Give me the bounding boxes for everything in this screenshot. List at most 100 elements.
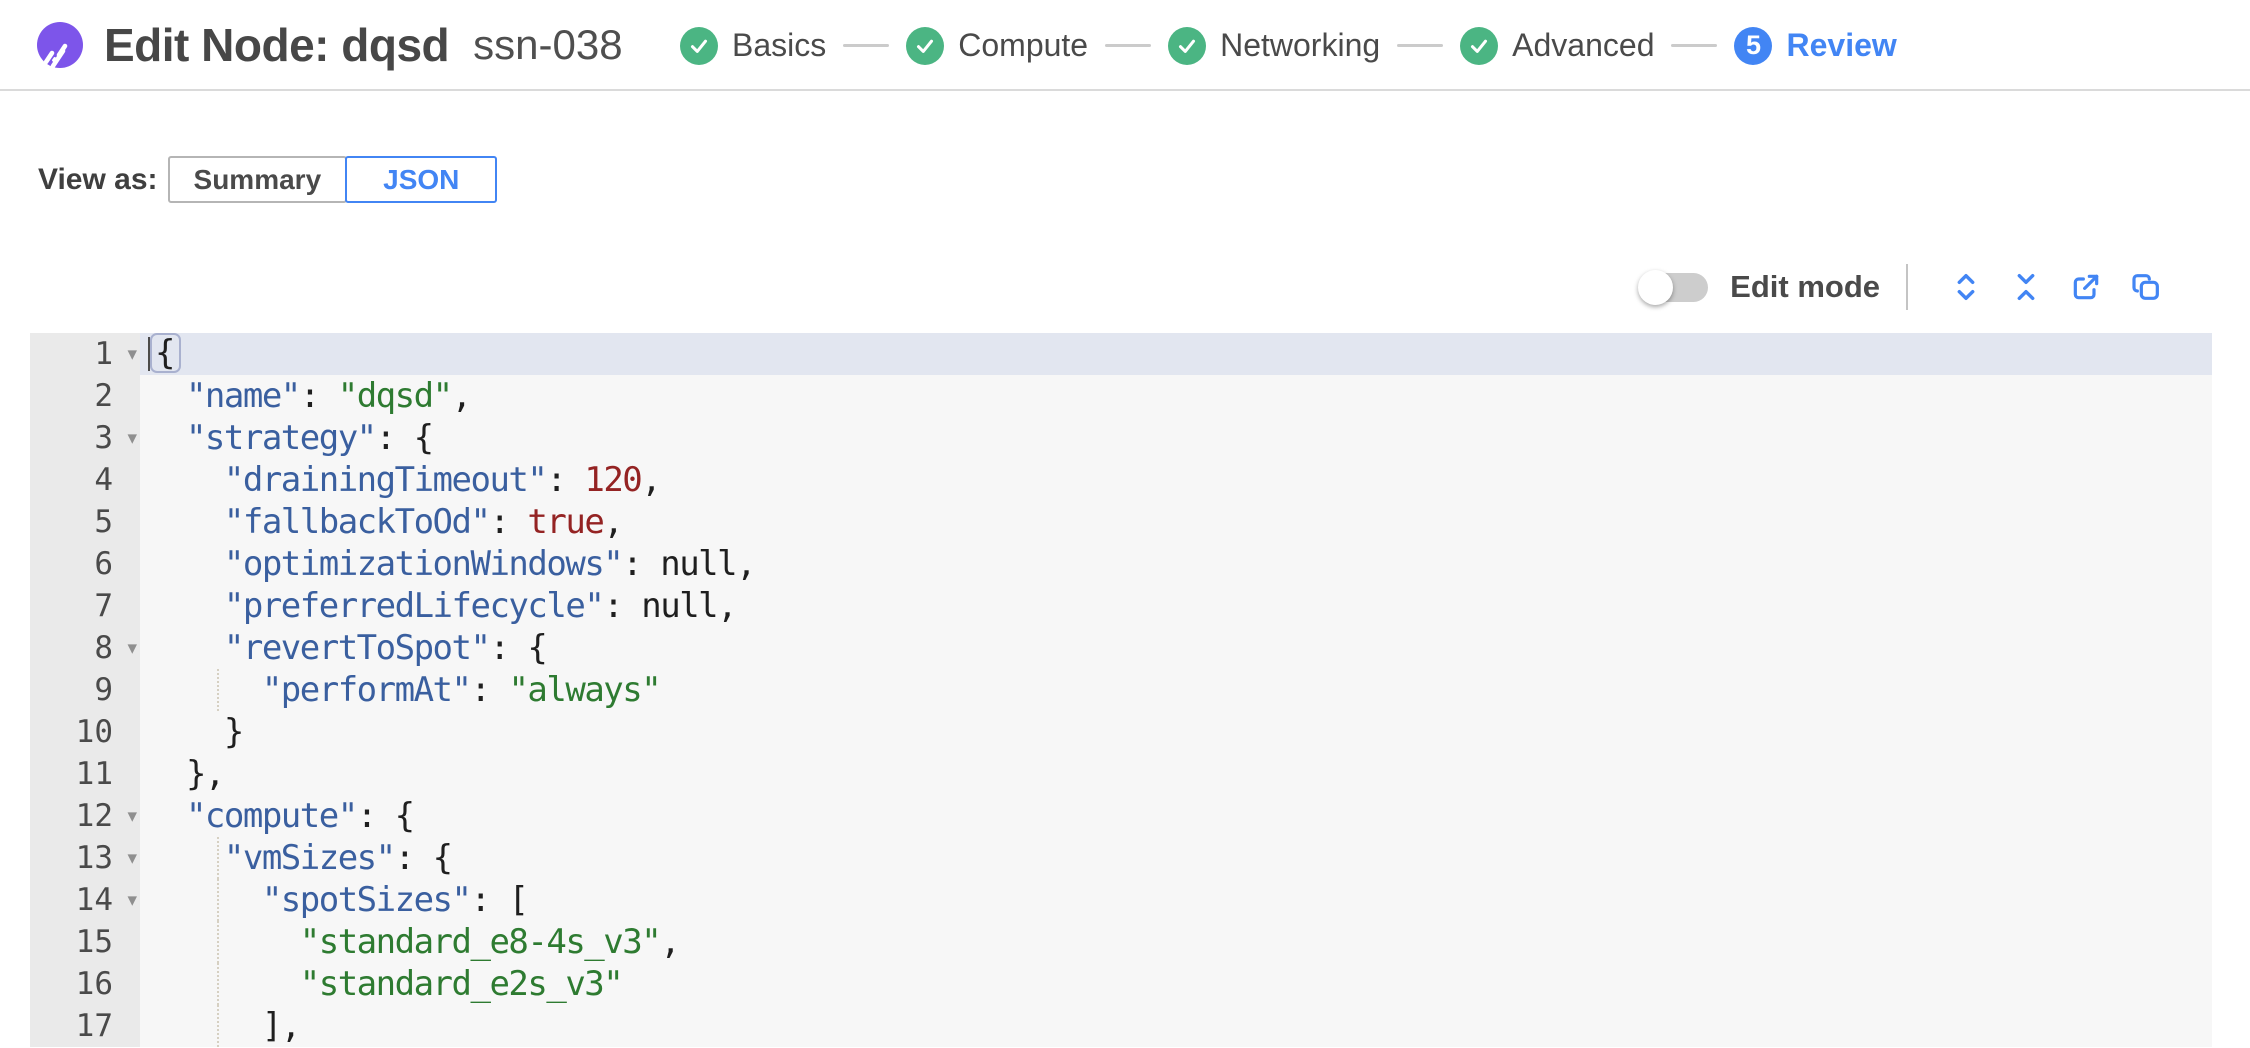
wizard-step-networking[interactable]: Networking [1168, 26, 1380, 65]
editor-line: 17 ], [30, 1005, 2212, 1047]
code-token: : { [375, 418, 434, 458]
code-token: } [148, 712, 244, 752]
code-line[interactable]: "strategy": { [140, 417, 2212, 459]
line-number: 15 [75, 924, 113, 960]
code-line[interactable]: ], [140, 1005, 2212, 1047]
view-as-summary-button[interactable]: Summary [167, 156, 348, 203]
code-token: : { [394, 838, 453, 878]
code-line[interactable]: "preferredLifecycle": null, [140, 585, 2212, 627]
line-number: 6 [94, 546, 113, 582]
code-token: , [641, 460, 661, 500]
code-token: : [622, 544, 661, 584]
code-line[interactable]: "optimizationWindows": null, [140, 543, 2212, 585]
page-title: Edit Node: dqsd [104, 18, 450, 71]
fold-toggle-icon[interactable]: ▾ [127, 847, 137, 869]
line-number: 1 [94, 336, 113, 372]
toggle-knob [1638, 269, 1674, 305]
line-number-gutter: 12▾ [30, 795, 140, 837]
line-number: 10 [75, 714, 113, 750]
wizard-step-compute[interactable]: Compute [906, 26, 1088, 65]
code-token [148, 880, 262, 920]
code-line[interactable]: }, [140, 753, 2212, 795]
step-label: Advanced [1512, 27, 1655, 63]
fold-toggle-icon[interactable]: ▾ [127, 343, 137, 365]
code-token [148, 670, 262, 710]
line-number-gutter: 17 [30, 1005, 140, 1047]
line-number: 8 [94, 630, 113, 666]
indent-guide [217, 879, 219, 921]
line-number: 7 [94, 588, 113, 624]
code-line[interactable]: "compute": { [140, 795, 2212, 837]
code-token: "strategy" [185, 418, 377, 458]
editor-line: 11 }, [30, 753, 2212, 795]
code-token: , [451, 376, 472, 416]
fold-toggle-icon[interactable]: ▾ [127, 889, 137, 911]
code-token: "performAt" [261, 670, 472, 710]
line-number-gutter: 5 [30, 501, 140, 543]
line-number: 9 [94, 672, 113, 708]
json-code-editor[interactable]: 1▾{2 "name": "dqsd",3▾ "strategy": {4 "d… [30, 333, 2212, 1047]
copy-icon[interactable] [2129, 270, 2163, 304]
code-token: : [603, 586, 642, 626]
line-number: 14 [75, 882, 113, 918]
fold-toggle-icon[interactable]: ▾ [127, 427, 137, 449]
code-token: 120 [584, 460, 642, 500]
line-number: 4 [94, 462, 113, 498]
code-token [148, 922, 300, 962]
code-token: : [299, 376, 338, 416]
view-as-label: View as: [38, 162, 158, 196]
code-token: "vmSizes" [223, 838, 396, 878]
code-token [148, 376, 186, 416]
code-line[interactable]: "fallbackToOd": true, [140, 501, 2212, 543]
code-line[interactable]: "name": "dqsd", [140, 375, 2212, 417]
fold-toggle-icon[interactable]: ▾ [127, 637, 137, 659]
line-number-gutter: 2 [30, 375, 140, 417]
indent-guide [217, 1005, 219, 1047]
line-number: 11 [75, 756, 113, 792]
code-line[interactable]: "revertToSpot": { [140, 627, 2212, 669]
code-line[interactable]: "spotSizes": [ [140, 879, 2212, 921]
expand-all-icon[interactable] [1949, 270, 1983, 304]
editor-line: 12▾ "compute": { [30, 795, 2212, 837]
line-number-gutter: 13 ▾ [30, 837, 140, 879]
code-token: : [546, 460, 585, 500]
editor-line: 3▾ "strategy": { [30, 417, 2212, 459]
code-token [148, 502, 224, 542]
code-token: "fallbackToOd" [223, 502, 491, 542]
code-token: "standard_e8-4s_v3" [299, 922, 662, 962]
spot-logo [37, 21, 83, 68]
view-as-json-button[interactable]: JSON [345, 156, 498, 203]
indent-guide [217, 963, 219, 1005]
code-line[interactable]: "drainingTimeout": 120, [140, 459, 2212, 501]
line-number: 13 [75, 840, 113, 876]
editor-line: 2 "name": "dqsd", [30, 375, 2212, 417]
step-label: Basics [732, 27, 827, 63]
code-token: : [489, 502, 528, 542]
fold-toggle-icon[interactable]: ▾ [127, 805, 137, 827]
code-token: "optimizationWindows" [223, 544, 624, 584]
code-line[interactable]: "vmSizes": { [140, 837, 2212, 879]
code-line[interactable]: } [140, 711, 2212, 753]
code-token: , [660, 922, 680, 962]
code-line[interactable]: "standard_e8-4s_v3", [140, 921, 2212, 963]
line-number-gutter: 10 [30, 711, 140, 753]
wizard-step-basics[interactable]: Basics [680, 26, 827, 65]
edit-mode-label: Edit mode [1730, 269, 1880, 304]
edit-mode-toggle[interactable] [1638, 269, 1709, 305]
code-token [148, 418, 186, 458]
code-line[interactable]: "performAt": "always" [140, 669, 2212, 711]
line-number-gutter: 3▾ [30, 417, 140, 459]
code-token: "always" [508, 670, 661, 710]
code-line[interactable]: "standard_e2s_v3" [140, 963, 2212, 1005]
step-number-badge: 5 [1734, 26, 1773, 65]
step-check-icon [1168, 26, 1207, 65]
code-token: }, [148, 754, 225, 794]
code-token [148, 544, 224, 584]
collapse-all-icon[interactable] [2009, 270, 2043, 304]
code-token: : [470, 670, 509, 710]
code-line-active[interactable]: { [140, 333, 2212, 375]
step-connector [1671, 44, 1718, 47]
wizard-step-advanced[interactable]: Advanced [1460, 26, 1655, 65]
export-icon[interactable] [2069, 270, 2103, 304]
